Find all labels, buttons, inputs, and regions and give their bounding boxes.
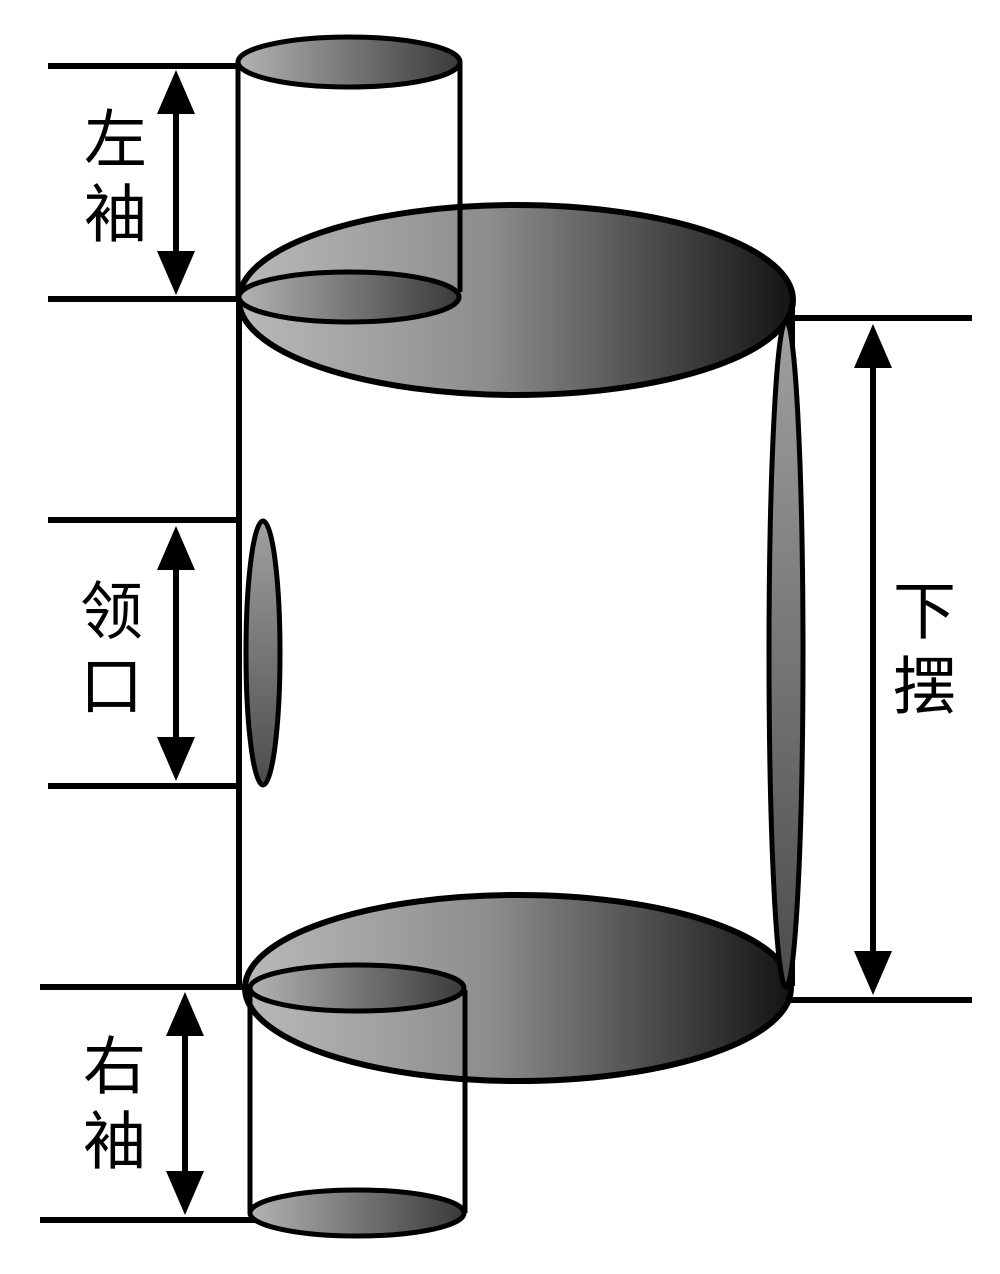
left-sleeve-top-ellipse <box>235 34 463 90</box>
hem-dimension <box>790 315 972 1003</box>
right-sleeve-arrowhead-down-icon <box>166 1171 204 1215</box>
neckline-label: 领口 <box>71 578 141 728</box>
left-sleeve-arrowhead-down-icon <box>157 251 195 295</box>
neckline-ellipse <box>243 518 283 788</box>
hem-arrowhead-down-icon <box>854 951 892 995</box>
hem-arrowhead-up-icon <box>854 324 892 368</box>
right-sleeve-arrowhead-up-icon <box>166 992 204 1036</box>
right-sleeve-label: 右袖 <box>74 1033 144 1183</box>
left-sleeve-dimension <box>48 63 240 302</box>
neckline-dimension <box>48 517 240 789</box>
left-sleeve-label: 左袖 <box>75 106 145 256</box>
neckline-arrowhead-up-icon <box>157 526 195 570</box>
hem-side-ellipse <box>766 318 806 990</box>
left-sleeve-arrowhead-up-icon <box>157 70 195 114</box>
hem-label: 下摆 <box>884 578 954 728</box>
left-sleeve-hole-ellipse <box>236 269 462 325</box>
neckline-arrowhead-down-icon <box>157 737 195 781</box>
right-sleeve-bottom-ellipse <box>247 1187 467 1239</box>
right-sleeve-dimension <box>40 984 255 1223</box>
right-sleeve-hole-ellipse <box>247 962 467 1014</box>
